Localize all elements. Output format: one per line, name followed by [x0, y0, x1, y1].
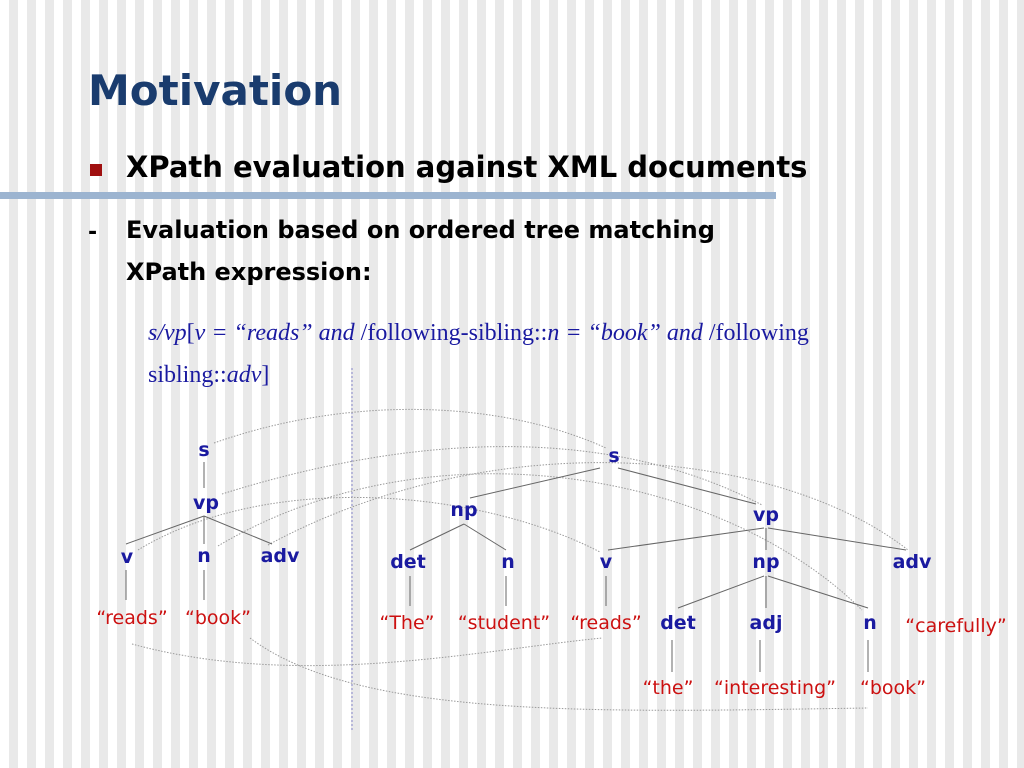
query-leaf-reads: “reads”: [96, 607, 167, 629]
square-bullet-icon: [90, 164, 102, 176]
doc-node-n: n: [501, 551, 515, 573]
query-node-vp: vp: [193, 492, 219, 514]
doc-node-adj: adj: [750, 612, 783, 634]
expr-node-adv: adv: [226, 362, 262, 388]
edge: [125, 515, 205, 545]
bullet-point: XPath evaluation against XML documents: [126, 150, 808, 184]
edge: [767, 575, 869, 609]
expr-bracket-open: [: [186, 320, 195, 346]
expr-path: s/vp: [148, 320, 187, 346]
match-curve-reads: [131, 637, 603, 667]
doc-leaf-student: “student”: [458, 612, 550, 634]
doc-tree-edges: [409, 467, 907, 672]
doc-leaf-book: “book”: [860, 677, 926, 699]
edge: [203, 515, 273, 545]
doc-node-s: s: [608, 445, 619, 467]
query-node-n: n: [197, 545, 211, 567]
query-node-adv: adv: [261, 545, 300, 567]
edge: [469, 467, 601, 499]
edge: [677, 575, 765, 609]
query-tree-edges: [125, 462, 273, 600]
sub-bullet-label: XPath expression:: [126, 258, 372, 286]
doc-node-det-object: det: [660, 612, 696, 634]
edge: [409, 523, 465, 551]
document-tree: s np vp det n v np adv det adj n “The” “…: [379, 445, 1006, 699]
xpath-expression-line-1: s/vp[v = “reads” and /following-sibling:…: [148, 320, 968, 347]
doc-leaf-carefully: “carefully”: [905, 615, 1006, 637]
edge: [617, 467, 757, 505]
doc-leaf-the: “The”: [379, 612, 434, 634]
doc-node-n-object: n: [863, 612, 877, 634]
title-divider-bar: [0, 192, 776, 199]
match-curve-s: [213, 408, 607, 449]
doc-node-np: np: [450, 499, 477, 521]
doc-node-adv: adv: [893, 551, 932, 573]
sub-bullet-text: Evaluation based on ordered tree matchin…: [126, 216, 715, 244]
doc-node-det: det: [390, 551, 426, 573]
match-curves: [131, 408, 909, 711]
doc-leaf-interesting: “interesting”: [714, 677, 836, 699]
expr-axis-2: /following: [702, 320, 809, 346]
dash-bullet: -: [88, 220, 98, 245]
edge: [767, 527, 907, 551]
expr-axis-1: /following-sibling::: [354, 320, 548, 346]
match-curve-vp: [221, 446, 763, 506]
doc-leaf-reads: “reads”: [570, 612, 641, 634]
expr-cond-n: n = “book” and: [547, 320, 703, 346]
edge: [463, 523, 507, 551]
expr-cond-v: v = “reads” and: [194, 320, 355, 346]
doc-node-np-object: np: [752, 551, 779, 573]
doc-node-vp: vp: [753, 504, 779, 526]
query-node-v: v: [121, 546, 134, 568]
doc-leaf-the-object: “the”: [643, 677, 694, 699]
query-node-s: s: [198, 439, 209, 461]
query-tree: s vp v n adv “reads” “book”: [96, 439, 300, 629]
expr-bracket-close: ]: [261, 362, 270, 388]
match-curve-n: [217, 473, 863, 611]
query-leaf-book: “book”: [185, 607, 251, 629]
edge: [607, 527, 765, 551]
xpath-expression-line-2: sibling::adv]: [148, 362, 968, 389]
match-curve-v: [137, 496, 601, 553]
slide-title: Motivation: [88, 66, 343, 115]
match-curve-adv: [267, 462, 909, 551]
doc-node-v: v: [600, 551, 613, 573]
match-curve-book: [249, 637, 869, 711]
expr-axis-3: sibling::: [148, 362, 227, 388]
